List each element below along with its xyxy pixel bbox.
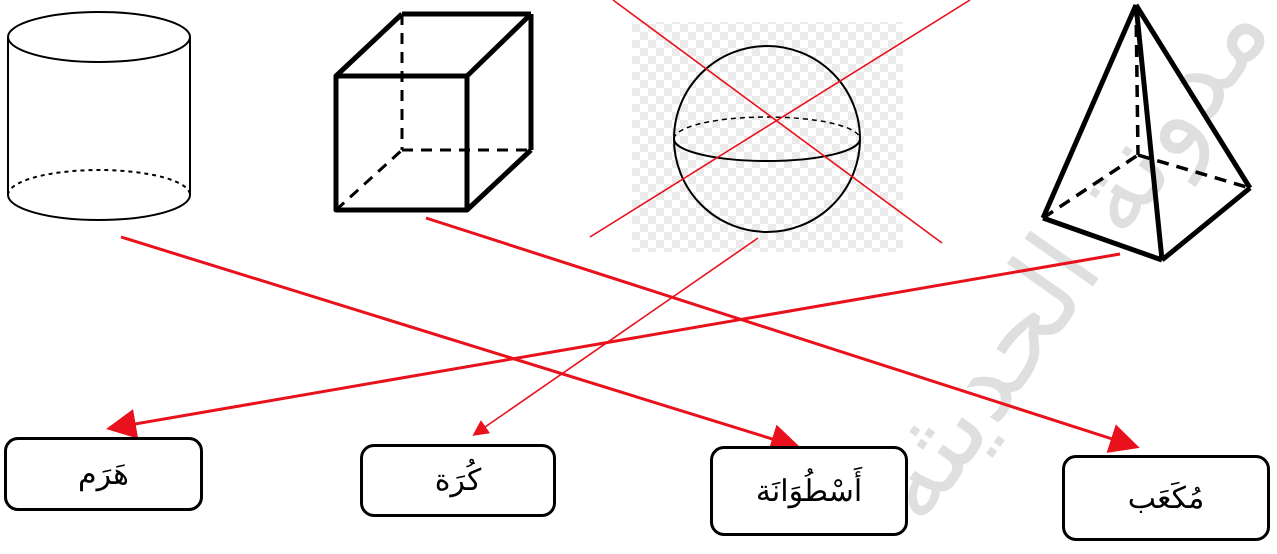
label-kura: كُرَة: [434, 463, 482, 498]
label-ustuwana: أَسْطُوَانَة: [755, 473, 863, 509]
cube-shape: [333, 11, 534, 213]
label-box-haram: هَرَم: [4, 437, 203, 511]
sphere-shape: [632, 22, 903, 252]
arrow-cylinder-to-ustuwana: [120, 235, 801, 454]
arrow-pyramid-to-haram: [106, 252, 1121, 439]
arrow-sphere-to-kura: [472, 237, 759, 436]
label-haram: هَرَم: [78, 456, 129, 492]
label-box-ustuwana: أَسْطُوَانَة: [710, 446, 908, 536]
matching-arrows: [106, 216, 1140, 454]
pyramid-shape: [1040, 3, 1253, 263]
cylinder-shape: [7, 11, 191, 221]
label-box-kura: كُرَة: [360, 444, 556, 517]
arrow-cube-to-muka3ab: [425, 216, 1140, 453]
cross-out-mark: [589, 0, 971, 244]
label-muka3ab: مُكَعَب: [1127, 480, 1205, 516]
label-box-muka3ab: مُكَعَب: [1062, 455, 1270, 541]
